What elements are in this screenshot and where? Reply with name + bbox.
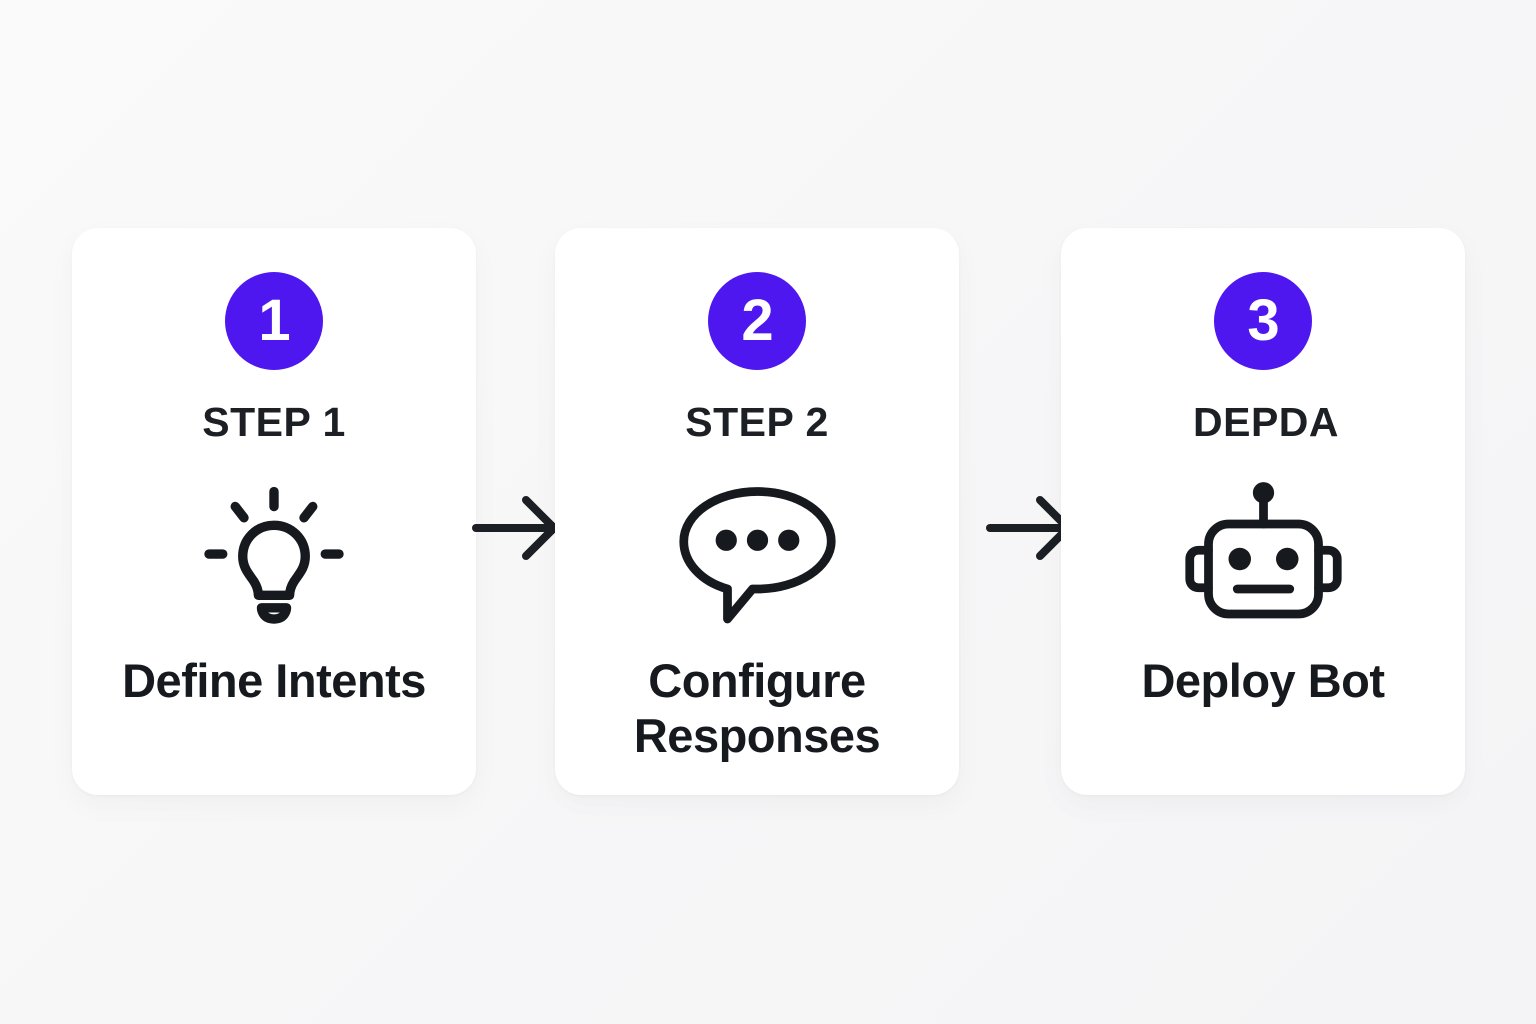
- step-title-1: Define Intents: [122, 654, 426, 707]
- step-title-2: Configure Responses: [633, 654, 881, 763]
- step-badge-2: 2: [708, 272, 806, 370]
- step-badge-3: 3: [1214, 272, 1312, 370]
- arrow-right-icon-1: [472, 488, 564, 568]
- lightbulb-icon: [199, 479, 349, 629]
- step-card-2[interactable]: 2 STEP 2 Configure Responses: [555, 228, 959, 795]
- step-eyebrow-1: STEP 1: [202, 399, 346, 445]
- step-badge-1: 1: [225, 272, 323, 370]
- robot-icon: [1181, 479, 1346, 629]
- step-title-3: Deploy Bot: [1141, 654, 1385, 707]
- step-card-3[interactable]: 3 DEPDA Deploy Bot: [1061, 228, 1465, 795]
- step-eyebrow-2: STEP 2: [685, 399, 829, 445]
- step-eyebrow-3: DEPDA: [1192, 402, 1340, 443]
- step-card-1[interactable]: 1 STEP 1 Define Intents: [72, 228, 476, 795]
- speech-bubble-icon: [675, 479, 840, 629]
